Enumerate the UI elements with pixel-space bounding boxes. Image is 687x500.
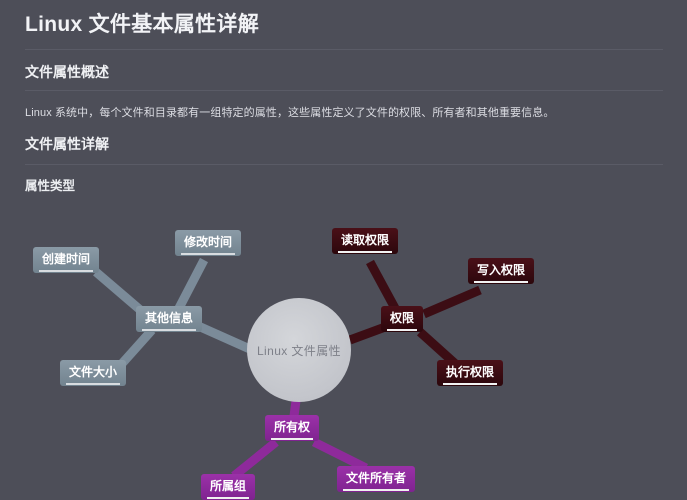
- mindmap-node-read-permission[interactable]: 读取权限: [332, 228, 399, 254]
- mindmap-node-label: 所属组: [210, 479, 247, 493]
- mindmap-node-label: 文件大小: [69, 365, 118, 379]
- overview-divider: [25, 90, 663, 91]
- mindmap-center-node[interactable]: Linux 文件属性: [247, 298, 351, 402]
- node-underline: [66, 383, 121, 385]
- mindmap-node-owner-group[interactable]: 所属组: [201, 474, 256, 500]
- mindmap-node-file-owner[interactable]: 文件所有者: [337, 466, 416, 492]
- mindmap-node-file-size[interactable]: 文件大小: [60, 360, 127, 386]
- mindmap-node-label: 权限: [390, 311, 415, 325]
- node-underline: [207, 497, 250, 499]
- mindmap-node-label: 文件所有者: [346, 471, 407, 485]
- node-underline: [338, 251, 393, 253]
- node-underline: [142, 329, 197, 331]
- mindmap-node-modify-time[interactable]: 修改时间: [175, 230, 242, 256]
- node-underline: [343, 489, 410, 491]
- mindmap-node-label: 创建时间: [42, 252, 91, 266]
- node-underline: [474, 281, 529, 283]
- mindmap-node-ownership[interactable]: 所有权: [265, 415, 320, 441]
- section-heading-details: 文件属性详解: [25, 136, 109, 152]
- node-underline: [443, 383, 498, 385]
- node-underline: [387, 329, 418, 331]
- mindmap-node-label: 执行权限: [446, 365, 495, 379]
- overview-paragraph: Linux 系统中，每个文件和目录都有一组特定的属性，这些属性定义了文件的权限、…: [25, 107, 555, 119]
- node-underline: [271, 438, 314, 440]
- mindmap-node-label: 修改时间: [184, 235, 233, 249]
- mindmap-diagram: Linux 文件属性 其他信息 创建时间 修改时间 文件大小 权限 读取权限 写…: [0, 210, 687, 500]
- subsection-heading-attribute-types: 属性类型: [25, 179, 76, 193]
- mindmap-node-other-info[interactable]: 其他信息: [136, 306, 203, 332]
- mindmap-node-permissions[interactable]: 权限: [381, 306, 424, 332]
- details-divider: [25, 164, 663, 165]
- mindmap-node-write-permission[interactable]: 写入权限: [468, 258, 535, 284]
- title-divider: [25, 49, 663, 50]
- mindmap-node-label: 读取权限: [341, 233, 390, 247]
- node-underline: [39, 270, 94, 272]
- mindmap-node-label: 所有权: [274, 420, 311, 434]
- node-underline: [181, 253, 236, 255]
- mindmap-node-create-time[interactable]: 创建时间: [33, 247, 100, 273]
- section-heading-overview: 文件属性概述: [25, 64, 109, 80]
- mindmap-node-execute-permission[interactable]: 执行权限: [437, 360, 504, 386]
- mindmap-node-label: 其他信息: [145, 311, 194, 325]
- mindmap-center-label: Linux 文件属性: [256, 343, 342, 358]
- page-title: Linux 文件基本属性详解: [25, 13, 260, 36]
- mindmap-node-label: 写入权限: [477, 263, 526, 277]
